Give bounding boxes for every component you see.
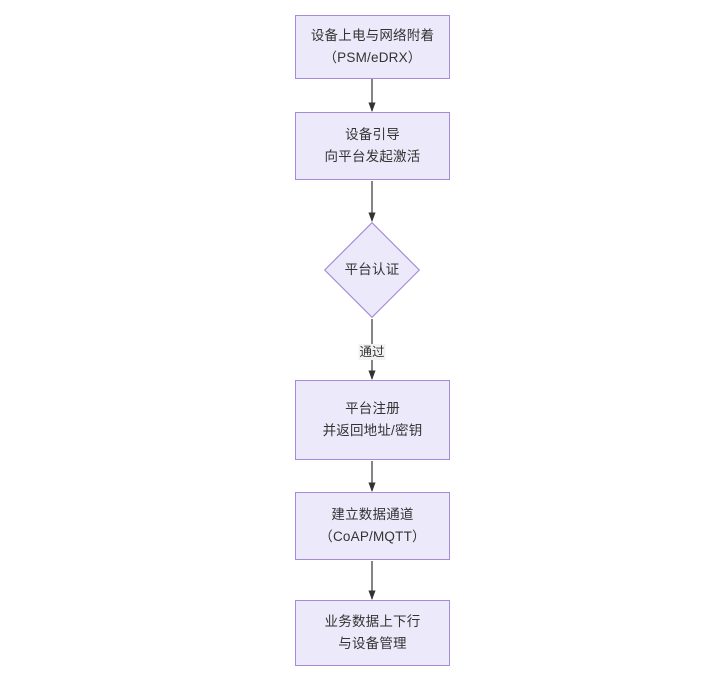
diamond-shape (324, 222, 420, 318)
process-node-label-line: 设备上电与网络附着 (310, 28, 435, 43)
process-node-n1[interactable]: 设备上电与网络附着 （PSM/eDRX） (295, 15, 450, 79)
process-node-label-line: 建立数据通道 (331, 507, 414, 522)
process-node-label-line: 与设备管理 (338, 636, 407, 651)
edge-label: 通过 (358, 344, 386, 360)
process-node-n4[interactable]: 平台注册并返回地址/密钥 (295, 380, 450, 460)
process-node-label-line: 并返回地址/密钥 (322, 423, 423, 438)
decision-node-n3[interactable]: 平台认证 (324, 222, 420, 318)
process-node-label-line: （PSM/eDRX） (323, 50, 422, 65)
process-node-n2[interactable]: 设备引导向平台发起激活 (295, 112, 450, 180)
process-node-label-line: 平台注册 (345, 401, 400, 416)
process-node-label-line: 业务数据上下行 (324, 614, 421, 629)
process-node-n5[interactable]: 建立数据通道 （CoAP/MQTT） (295, 492, 450, 560)
process-node-n6[interactable]: 业务数据上下行与设备管理 (295, 600, 450, 666)
process-node-label-line: （CoAP/MQTT） (319, 529, 426, 544)
process-node-label-line: 向平台发起激活 (324, 149, 421, 164)
decision-node-label: 平台认证 (344, 262, 400, 277)
process-node-label-line: 设备引导 (345, 127, 400, 142)
